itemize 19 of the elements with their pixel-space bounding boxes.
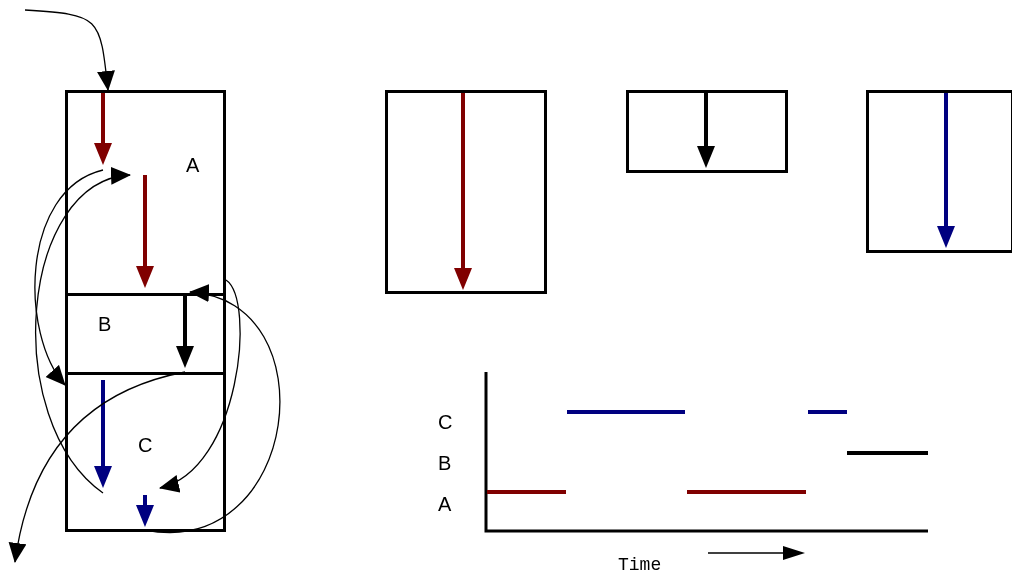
node-label: B (98, 314, 112, 334)
curved-arrow (144, 287, 281, 533)
curved-arrow (35, 170, 131, 494)
curved-arrow (159, 279, 241, 490)
process-box (65, 372, 226, 532)
curved-arrow (9, 371, 186, 563)
node-label: A (186, 155, 200, 175)
empty-box (385, 90, 547, 294)
empty-box (866, 90, 1012, 253)
axis-title: Time (618, 555, 662, 575)
curved-arrow (24, 9, 115, 91)
node-label: C (138, 435, 153, 455)
axis-label: A (438, 494, 452, 514)
axis-label: B (438, 453, 452, 473)
process-box (65, 293, 226, 375)
empty-box (626, 90, 788, 173)
curved-arrow (34, 169, 104, 386)
process-box (65, 90, 226, 296)
axis-label: C (438, 412, 453, 432)
